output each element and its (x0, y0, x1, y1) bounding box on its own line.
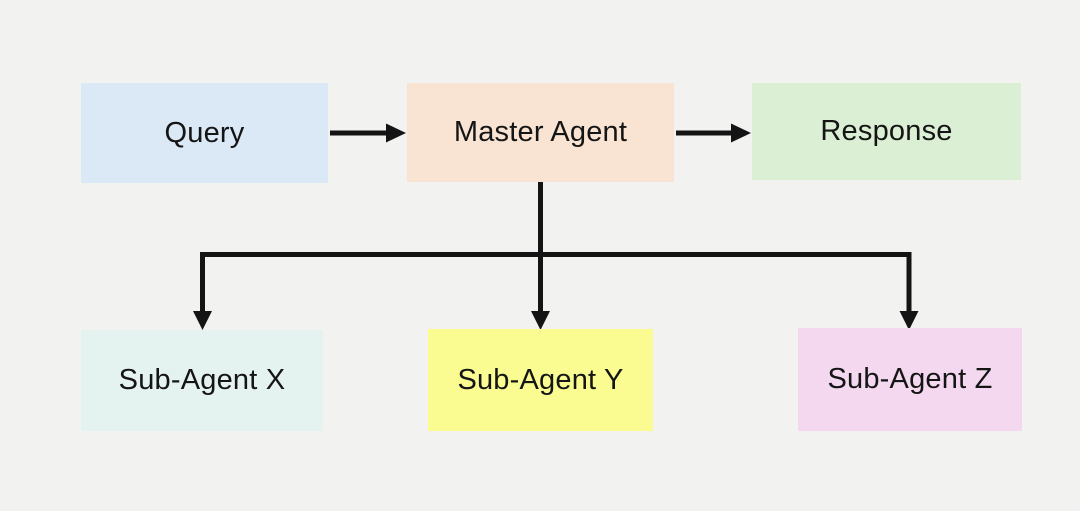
arrow-master-to-response (676, 123, 751, 143)
node-query: Query (81, 83, 328, 183)
node-master-agent-label: Master Agent (453, 116, 628, 148)
node-master-agent: Master Agent (407, 83, 674, 182)
node-sub-agent-x-label: Sub-Agent X (118, 364, 286, 396)
node-sub-agent-z: Sub-Agent Z (798, 328, 1022, 431)
node-sub-agent-y: Sub-Agent Y (428, 329, 653, 431)
node-response: Response (752, 83, 1021, 180)
node-sub-agent-z-label: Sub-Agent Z (827, 363, 993, 395)
arrow-query-to-master (330, 123, 406, 143)
arrow-master-to-sub-x (193, 311, 212, 330)
branch-lines (200, 182, 912, 313)
arrow-master-to-sub-y (531, 311, 550, 330)
node-sub-agent-x: Sub-Agent X (81, 330, 323, 431)
node-response-label: Response (820, 115, 953, 147)
node-query-label: Query (164, 116, 245, 149)
node-sub-agent-y-label: Sub-Agent Y (457, 363, 624, 396)
